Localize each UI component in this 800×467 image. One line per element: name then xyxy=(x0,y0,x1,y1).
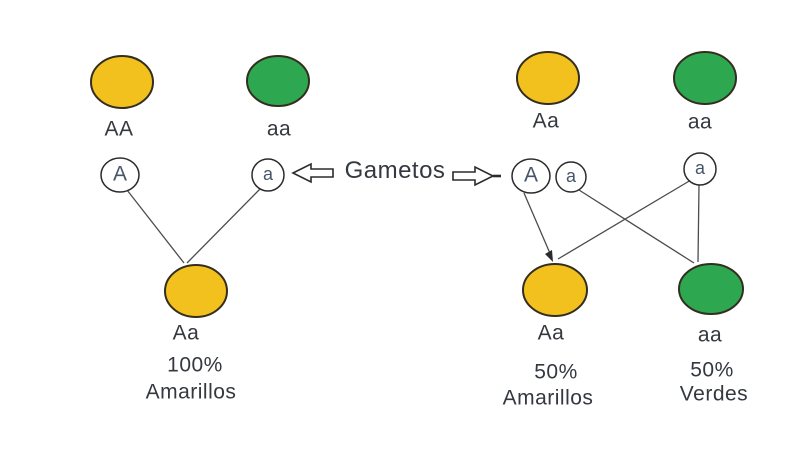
left-offspring-percent: 100% xyxy=(167,353,223,377)
pea-right-offspring-Aa xyxy=(522,263,588,317)
pea-left-parent-aa xyxy=(246,55,310,107)
right-offspring1-percent: 50% xyxy=(534,360,578,384)
gamete-circle-left-A xyxy=(100,157,140,193)
right-offspring2-percent: 50% xyxy=(690,358,734,382)
right-offspring2-phenotype: Verdes xyxy=(679,382,749,406)
line-left-A-to-offspring xyxy=(126,189,185,264)
gamete-circle-right-a2 xyxy=(555,161,587,193)
right-parent1-genotype: Aa xyxy=(532,109,560,133)
left-offspring-phenotype: Amarillos xyxy=(145,380,237,404)
left-parent1-genotype: AA xyxy=(104,117,134,141)
pea-right-offspring-aa xyxy=(678,263,744,315)
pea-right-parent-aa xyxy=(673,51,737,105)
line-right-a3-to-yellow-offspring xyxy=(557,179,692,260)
arrow-right-icon xyxy=(452,165,495,187)
right-gamete-a2-letter: a xyxy=(565,166,577,187)
arrow-left-icon xyxy=(291,162,334,184)
pea-left-parent-AA xyxy=(90,55,154,109)
left-gamete-a-letter: a xyxy=(262,164,274,185)
small-arrowhead xyxy=(545,250,553,262)
right-offspring1-phenotype: Amarillos xyxy=(502,386,594,410)
right-gamete-a3-letter: a xyxy=(694,158,706,179)
line-right-A-to-yellow-offspring xyxy=(523,192,553,259)
pea-right-parent-Aa xyxy=(516,51,580,105)
pea-left-offspring-Aa xyxy=(164,264,228,318)
line-right-a2-to-green-offspring xyxy=(578,189,695,264)
line-right-a3-to-green-offspring xyxy=(697,184,700,263)
gamete-circle-left-a xyxy=(251,158,285,192)
right-offspring1-genotype: Aa xyxy=(537,321,565,345)
gametos-label: Gametos xyxy=(344,157,446,184)
right-gamete-A-letter: A xyxy=(523,163,539,187)
left-parent2-genotype: aa xyxy=(266,117,292,141)
line-left-a-to-offspring xyxy=(186,188,261,264)
left-offspring-genotype: Aa xyxy=(172,321,200,345)
gamete-circle-right-A xyxy=(511,158,551,194)
right-parent2-genotype: aa xyxy=(687,110,713,134)
right-offspring2-genotype: aa xyxy=(697,323,723,347)
gamete-circle-right-a3 xyxy=(683,152,717,186)
left-gamete-A-letter: A xyxy=(112,162,128,186)
